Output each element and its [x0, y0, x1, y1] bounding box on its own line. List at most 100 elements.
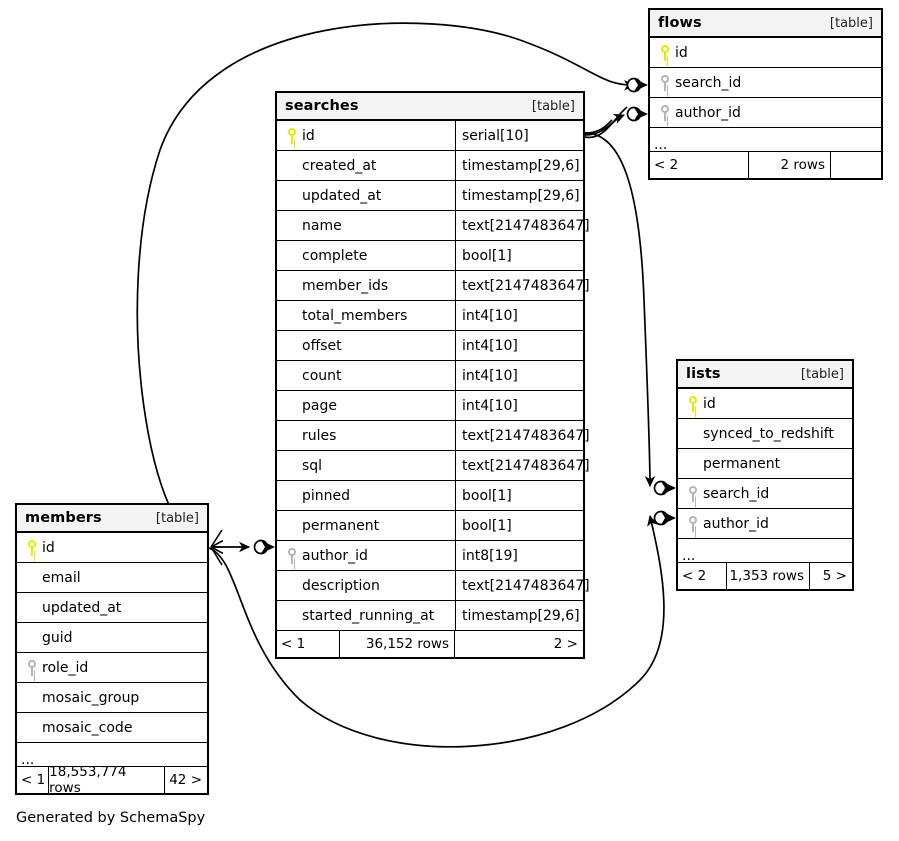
next-page-button[interactable]: 2 > [553, 636, 578, 652]
table-row[interactable]: count int4[10] [277, 361, 583, 391]
table-row[interactable]: offset int4[10] [277, 331, 583, 361]
nullable-dot-lists-author-id [653, 510, 669, 526]
column-type: int4[10] [462, 307, 518, 324]
table-members[interactable]: members [table] id email updated_at g [15, 503, 209, 796]
table-row[interactable]: id [650, 38, 881, 68]
more-columns-indicator: ... [678, 539, 852, 563]
prev-page-button[interactable]: < 2 [682, 568, 707, 584]
table-flows-kind: [table] [829, 15, 873, 31]
column-cell: id [650, 38, 881, 67]
row-count: 2 rows [748, 152, 831, 178]
ellipsis-label: ... [654, 137, 668, 153]
table-row[interactable]: author_id int8[19] [277, 541, 583, 571]
table-lists[interactable]: lists [table] id synced_to_redshift perm… [676, 359, 854, 591]
column-name: author_id [302, 547, 368, 564]
column-name: id [302, 127, 315, 144]
table-row[interactable]: mosaic_code [17, 713, 207, 743]
generated-by-label: Generated by SchemaSpy [16, 810, 206, 826]
column-type-cell: serial[10] [455, 121, 583, 150]
crowsfoot-members-id-a [210, 529, 223, 566]
edge-searches-to-flows-author-id [584, 113, 625, 136]
column-cell: updated_at [17, 593, 207, 622]
next-page-button[interactable] [831, 152, 881, 178]
table-row[interactable]: updated_at [17, 593, 207, 623]
table-row[interactable]: search_id [650, 68, 881, 98]
table-row[interactable]: id [17, 533, 207, 563]
column-cell: permanent [678, 449, 852, 478]
prev-page-button[interactable]: < 1 [281, 636, 306, 652]
column-cell: synced_to_redshift [678, 419, 852, 448]
column-cell: id [277, 121, 455, 150]
column-name: permanent [302, 517, 380, 534]
column-type: text[2147483647] [462, 277, 590, 294]
column-type-cell: bool[1] [455, 241, 583, 270]
table-row[interactable]: id serial[10] [277, 121, 583, 151]
table-row[interactable]: complete bool[1] [277, 241, 583, 271]
foreign-key-icon [655, 104, 675, 121]
foreign-key-icon [282, 547, 302, 564]
foreign-key-icon [655, 74, 675, 91]
column-cell: author_id [678, 509, 852, 538]
next-page-button[interactable]: 5 > [822, 568, 847, 584]
column-type-cell: text[2147483647] [455, 571, 590, 600]
table-row[interactable]: sql text[2147483647] [277, 451, 590, 481]
foreign-key-icon [683, 515, 703, 532]
prev-page-button[interactable]: < 1 [21, 772, 46, 788]
table-row[interactable]: guid [17, 623, 207, 653]
table-row[interactable]: search_id [678, 479, 852, 509]
table-row[interactable]: page int4[10] [277, 391, 583, 421]
column-cell: member_ids [277, 271, 455, 300]
column-cell: author_id [650, 98, 881, 127]
column-name: email [42, 569, 81, 586]
table-row[interactable]: description text[2147483647] [277, 571, 590, 601]
primary-key-icon [282, 127, 302, 144]
table-row[interactable]: role_id [17, 653, 207, 683]
table-row[interactable]: author_id [650, 98, 881, 128]
column-type-cell: timestamp[29,6] [455, 181, 583, 210]
column-type: text[2147483647] [462, 577, 590, 594]
column-cell: search_id [650, 68, 881, 97]
table-row[interactable]: id [678, 389, 852, 419]
column-type: int8[19] [462, 547, 518, 564]
prev-page-button[interactable]: < 2 [654, 157, 679, 173]
column-name: id [42, 539, 55, 556]
column-type: int4[10] [462, 367, 518, 384]
column-name: id [703, 395, 716, 412]
table-row[interactable]: updated_at timestamp[29,6] [277, 181, 583, 211]
column-name: offset [302, 337, 342, 354]
row-count: 18,553,774 rows [48, 764, 165, 796]
column-type-cell: int4[10] [455, 391, 583, 420]
column-name: member_ids [302, 277, 389, 294]
column-cell: id [678, 389, 852, 418]
table-searches[interactable]: searches [table] id serial[10] created_a… [275, 91, 590, 659]
column-cell: email [17, 563, 207, 592]
table-row[interactable]: permanent bool[1] [277, 511, 583, 541]
table-row[interactable]: synced_to_redshift [678, 419, 852, 449]
table-members-kind: [table] [155, 510, 199, 526]
column-type-cell: text[2147483647] [455, 211, 590, 240]
table-row[interactable]: name text[2147483647] [277, 211, 590, 241]
edge-searches-to-lists-search-id [584, 132, 656, 487]
foreign-key-icon [683, 485, 703, 502]
table-row[interactable]: total_members int4[10] [277, 301, 583, 331]
column-name: name [302, 217, 342, 234]
table-row[interactable]: member_ids text[2147483647] [277, 271, 590, 301]
table-row[interactable]: author_id [678, 509, 852, 539]
table-flows[interactable]: flows [table] id search_id author_id ... [648, 8, 883, 180]
table-row[interactable]: created_at timestamp[29,6] [277, 151, 583, 181]
table-row[interactable]: rules text[2147483647] [277, 421, 590, 451]
column-type: int4[10] [462, 397, 518, 414]
column-name: author_id [703, 515, 769, 532]
table-row[interactable]: permanent [678, 449, 852, 479]
next-page-button[interactable]: 42 > [169, 772, 202, 788]
table-row[interactable]: mosaic_group [17, 683, 207, 713]
table-row[interactable]: started_running_at timestamp[29,6] [277, 601, 583, 631]
edge-crossing-upper [586, 86, 634, 134]
table-lists-footer: < 2 1,353 rows 5 > [678, 563, 852, 589]
table-row[interactable]: pinned bool[1] [277, 481, 583, 511]
table-row[interactable]: email [17, 563, 207, 593]
table-searches-title: searches [285, 98, 359, 114]
column-cell: mosaic_group [17, 683, 207, 712]
column-cell: complete [277, 241, 455, 270]
